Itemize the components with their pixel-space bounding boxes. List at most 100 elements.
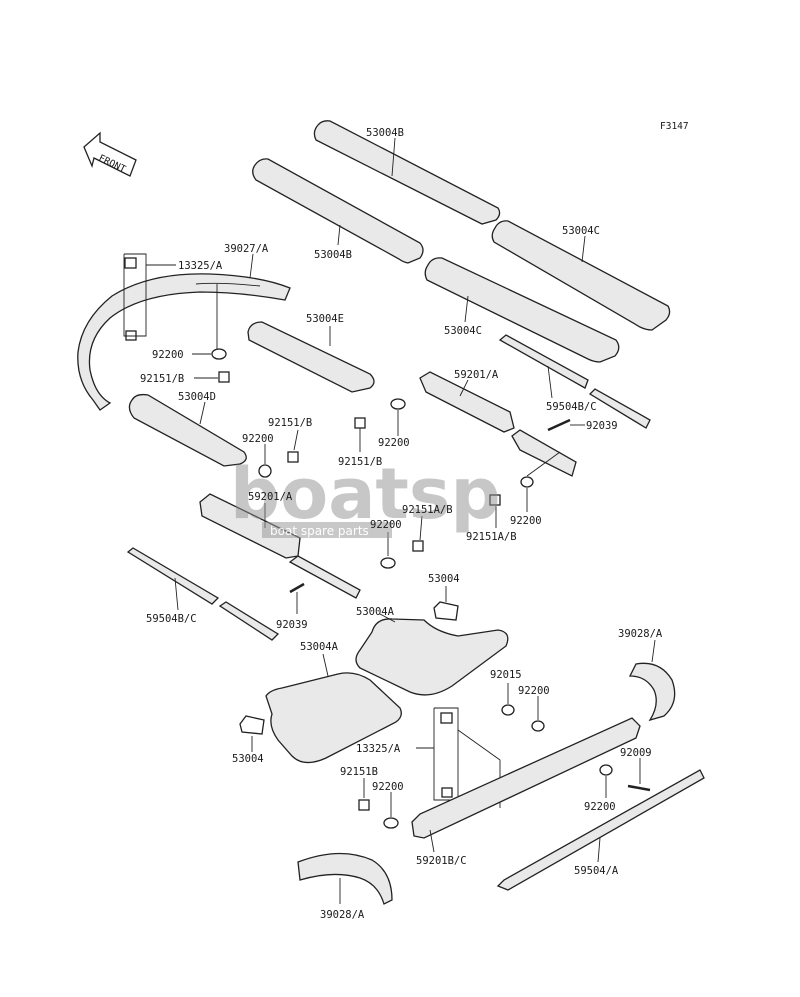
label-13325a-top: 13325/A [178, 260, 223, 272]
bolt-92151b-a [218, 371, 230, 383]
guard-39028a-bottom [297, 852, 393, 905]
label-92151ab-b: 92151A/B [466, 531, 517, 543]
pad-53004d [128, 393, 247, 467]
label-59504bc-left: 59504B/C [146, 613, 197, 625]
strip-59504bc-left-a [126, 547, 220, 605]
leader-92151ab-a [419, 515, 423, 541]
label-92151b-d: 92151B [340, 766, 378, 778]
leader-53004b-left [337, 224, 341, 246]
nut-13325a-bottom [441, 787, 453, 798]
bolt-13325a-top [124, 257, 137, 269]
screw-92039-left [289, 582, 305, 594]
screw-92009 [627, 784, 651, 792]
bracket-13325a-top [123, 253, 147, 337]
label-59504bc-right: 59504B/C [546, 401, 597, 413]
block-53004-b [239, 715, 265, 735]
nut-13325a-top [125, 330, 137, 341]
leader-59504a [597, 837, 601, 863]
mat-53004a-right [355, 618, 509, 696]
label-59201bc: 59201B/C [416, 855, 467, 867]
label-39027a: 39027/A [224, 243, 269, 255]
label-53004b-top: 53004B [366, 127, 404, 139]
label-53004-a: 53004 [428, 573, 460, 585]
label-53004d: 53004D [178, 391, 216, 403]
washer-92200-f [531, 720, 545, 732]
bolt-92151b-d [358, 799, 370, 811]
leader-39028a-right [651, 639, 656, 663]
front-arrow-icon: FRONT [83, 131, 137, 177]
label-39028a-right: 39028/A [618, 628, 663, 640]
label-92151b-c: 92151/B [338, 456, 382, 468]
watermark-tagline: boat spare parts [270, 524, 369, 538]
label-53004c-right: 53004C [562, 225, 600, 237]
washer-92200-g [383, 817, 399, 829]
label-92039-right: 92039 [586, 420, 618, 432]
screw-92039-right [547, 418, 571, 432]
leader-53004b-top [391, 137, 396, 177]
front-bumper-39027a [77, 273, 291, 411]
label-92200-d: 92200 [370, 519, 402, 531]
washer-92200-h [599, 764, 613, 776]
label-59504a: 59504/A [574, 865, 619, 877]
leader-53004c-right [581, 235, 586, 263]
leader-59201bc [429, 829, 435, 853]
label-92200-a: 92200 [152, 349, 184, 361]
washer-92200-b [258, 464, 272, 478]
label-92015: 92015 [490, 669, 522, 681]
label-39028a-bottom: 39028/A [320, 909, 365, 921]
pad-53004e [247, 321, 375, 393]
bracket-right-lower [511, 429, 577, 477]
rail-59201a-lower [288, 555, 361, 599]
guard-39028a-right [628, 662, 676, 722]
leader-53004c-mid [464, 295, 469, 323]
bolt-92151b-b [354, 417, 366, 429]
leader-59504bc-right [547, 365, 553, 399]
label-53004-b: 53004 [232, 753, 264, 765]
strip-59504bc-left-b [218, 601, 280, 641]
leader-53004d [199, 401, 206, 425]
label-92151b-a: 92151/B [140, 373, 184, 385]
strip-59504a [496, 769, 705, 891]
label-53004a-b: 53004A [300, 641, 339, 653]
label-92151ab-a: 92151A/B [402, 504, 453, 516]
leader-bracket-right [526, 451, 561, 477]
leader-59504bc-left [174, 577, 179, 611]
bolt-13325a-bottom [440, 712, 453, 724]
label-92200-h: 92200 [584, 801, 616, 813]
bolt-92151b-c [287, 451, 299, 463]
leader-39027a [249, 253, 254, 279]
label-53004e: 53004E [306, 313, 344, 325]
watermark: boatsp boat spare parts [230, 453, 501, 538]
watermark-band [262, 522, 392, 538]
label-92200-e: 92200 [510, 515, 542, 527]
leader-92151b-c [293, 429, 299, 451]
label-92151b-b: 92151/B [268, 417, 312, 429]
label-13325a-bottom: 13325/A [356, 743, 401, 755]
washer-92200-c [390, 398, 406, 410]
label-59201a-right: 59201/A [454, 369, 499, 381]
figure-code: F3147 [660, 121, 689, 132]
washer-92200-e [520, 476, 534, 488]
leader-53004a-left [322, 653, 329, 677]
mat-53004c-mid [424, 257, 620, 363]
label-92200-g: 92200 [372, 781, 404, 793]
label-53004c-mid: 53004C [444, 325, 482, 337]
leader-59201a-right [459, 379, 469, 397]
watermark-text: boatsp [230, 453, 501, 535]
bumper-ridge [195, 282, 261, 287]
label-92200-f: 92200 [518, 685, 550, 697]
strip-59504bc-right-a [498, 334, 589, 389]
bolt-92151ab-a [412, 540, 424, 552]
rail-59201a-right [419, 371, 515, 433]
mat-53004b-left [252, 158, 424, 264]
rail-59201bc [411, 717, 641, 839]
mat-53004a-left [265, 672, 402, 764]
label-92200-c: 92200 [378, 437, 410, 449]
label-92039-left: 92039 [276, 619, 308, 631]
label-92009: 92009 [620, 747, 652, 759]
label-53004b-left: 53004B [314, 249, 352, 261]
bolt-92151ab-b [489, 494, 501, 506]
nut-92015 [501, 704, 515, 716]
